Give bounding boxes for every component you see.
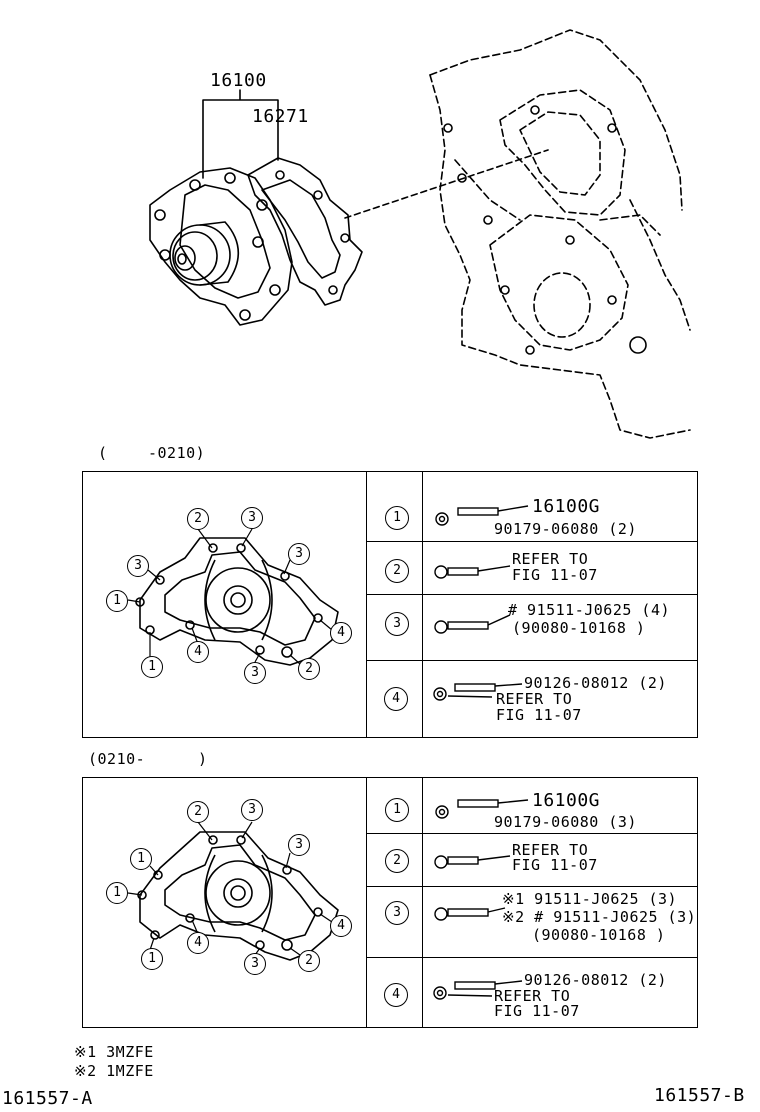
part-label: REFER TO	[512, 841, 589, 859]
figure-code-left: 161557-A	[2, 1088, 93, 1109]
callout: 2	[187, 801, 209, 823]
callout: 1	[106, 882, 128, 904]
row-number: 1	[385, 506, 409, 530]
callout: 4	[187, 932, 209, 954]
row-number: 2	[385, 849, 409, 873]
callout: 3	[241, 799, 263, 821]
row-number: 4	[384, 983, 408, 1007]
section1-heading-range: -0210)	[148, 444, 206, 462]
callout: 3	[241, 507, 263, 529]
callout: 3	[288, 543, 310, 565]
part-label: REFER TO	[494, 987, 571, 1005]
part-label: FIG 11-07	[512, 856, 598, 874]
part-label: ※2 # 91511-J0625 (3)	[502, 908, 697, 926]
section1-table	[82, 471, 698, 738]
part-label: FIG 11-07	[494, 1002, 580, 1020]
row-number: 1	[385, 798, 409, 822]
row-number: 3	[385, 901, 409, 925]
figure-code-right: 161557-B	[654, 1085, 745, 1106]
engine-note: ※2 1MZFE	[74, 1062, 154, 1080]
part-label: (90080-10168 )	[512, 619, 646, 637]
bolt-icons	[433, 505, 529, 1000]
part-label: REFER TO	[496, 690, 573, 708]
callout: 3	[244, 662, 266, 684]
part-number-gasket: 16271	[252, 106, 309, 127]
callout: 2	[298, 658, 320, 680]
callout: 3	[127, 555, 149, 577]
part-label: FIG 11-07	[496, 706, 582, 724]
row-number: 4	[384, 687, 408, 711]
callout: 1	[141, 948, 163, 970]
part-label: ※1 91511-J0625 (3)	[502, 890, 678, 908]
part-label: 90179-06080 (2)	[494, 520, 637, 538]
callout: 4	[330, 915, 352, 937]
part-label: (90080-10168 )	[532, 926, 666, 944]
part-label: 16100G	[532, 790, 601, 811]
part-label: FIG 11-07	[512, 566, 598, 584]
section2-heading-close: )	[198, 750, 208, 768]
callout: 1	[141, 656, 163, 678]
section2-heading-range: (0210-	[88, 750, 146, 768]
callout: 4	[330, 622, 352, 644]
part-label: 90126-08012 (2)	[524, 674, 667, 692]
row-number: 3	[385, 612, 409, 636]
section2-table	[82, 777, 698, 1028]
part-label: REFER TO	[512, 550, 589, 568]
callout: 3	[288, 834, 310, 856]
engine-note: ※1 3MZFE	[74, 1043, 154, 1061]
callout: 1	[106, 590, 128, 612]
part-label: 90179-06080 (3)	[494, 813, 637, 831]
part-number-water-pump: 16100	[210, 70, 267, 91]
row-number: 2	[385, 559, 409, 583]
callout: 4	[187, 641, 209, 663]
part-label: # 91511-J0625 (4)	[508, 601, 671, 619]
callout: 1	[130, 848, 152, 870]
part-label: 16100G	[532, 496, 601, 517]
callout: 3	[244, 953, 266, 975]
callout: 2	[298, 950, 320, 972]
part-label: 90126-08012 (2)	[524, 971, 667, 989]
callout: 2	[187, 508, 209, 530]
section1-heading-open: (	[98, 444, 108, 462]
